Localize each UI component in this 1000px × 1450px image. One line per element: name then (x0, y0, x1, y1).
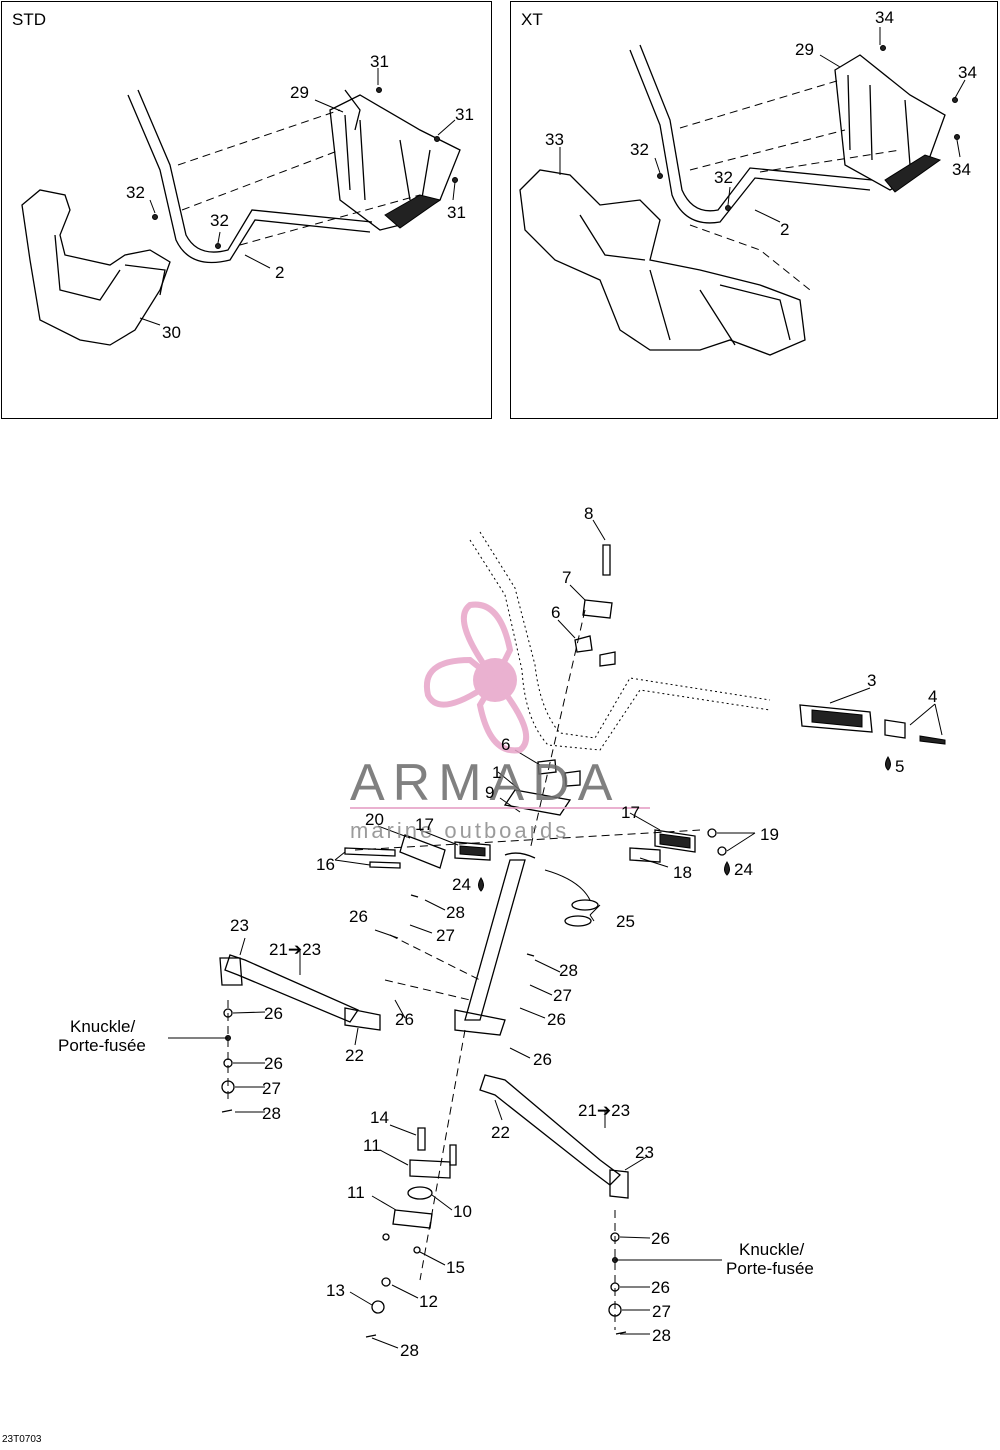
std-callout: 31 (447, 203, 466, 222)
main-callout: 6 (551, 603, 560, 622)
main-callout: 16 (316, 855, 335, 874)
main-callout: 5 (895, 757, 904, 776)
xt-panel-title: XT (521, 10, 543, 29)
main-callout: 26 (651, 1278, 670, 1297)
main-callout: 10 (453, 1202, 472, 1221)
main-callout: 22 (345, 1046, 364, 1065)
xt-panel: XT (510, 1, 998, 419)
main-callout: 26 (395, 1010, 414, 1029)
xt-callout: 34 (952, 160, 971, 179)
main-callout: 26 (547, 1010, 566, 1029)
main-callouts: 8 7 6 3 4 5 6 1 9 20 17 17 19 16 24 18 2… (230, 504, 937, 1360)
main-callout: 26 (533, 1050, 552, 1069)
main-callout: 23 (230, 916, 249, 935)
std-callout: 31 (455, 105, 474, 124)
main-callout: 11 (347, 1183, 365, 1202)
main-callout: 28 (262, 1104, 281, 1123)
oil-drop-icon (724, 861, 730, 876)
main-callout: 20 (365, 810, 384, 829)
main-callout: 9 (485, 783, 494, 802)
main-callout: 3 (867, 671, 876, 690)
knuckle-note-line: Knuckle/ (70, 1017, 135, 1036)
knuckle-note-left: Knuckle/ Porte-fusée (58, 1017, 146, 1055)
main-callout: 28 (559, 961, 578, 980)
std-panel: STD (1, 1, 492, 419)
main-callout: 1 (492, 763, 501, 782)
main-callout: 26 (651, 1229, 670, 1248)
armada-watermark: ARMADA marine outboards (350, 601, 650, 843)
main-callout: 21➔23 (269, 940, 321, 959)
watermark-subtitle: marine outboards (350, 818, 569, 843)
main-callout: 17 (621, 803, 640, 822)
main-callout: 21➔23 (578, 1101, 630, 1120)
xt-callout: 29 (795, 40, 814, 59)
watermark-title: ARMADA (350, 754, 620, 812)
main-callout: 28 (652, 1326, 671, 1345)
std-callout: 29 (290, 83, 309, 102)
main-callout: 11 (363, 1136, 381, 1155)
knuckle-note-right: Knuckle/ Porte-fusée (726, 1240, 814, 1278)
main-callout: 27 (436, 926, 455, 945)
xt-callout: 2 (780, 220, 789, 239)
main-callout: 28 (400, 1341, 419, 1360)
knuckle-note-line: Porte-fusée (58, 1036, 146, 1055)
main-callout: 13 (326, 1281, 345, 1300)
xt-callout: 32 (630, 140, 649, 159)
oil-drop-icon (885, 756, 891, 771)
main-callout: 26 (264, 1054, 283, 1073)
oil-drop-icon (478, 877, 484, 892)
main-callout: 28 (446, 903, 465, 922)
knuckle-note-line: Porte-fusée (726, 1259, 814, 1278)
std-callout: 30 (162, 323, 181, 342)
main-callout: 14 (370, 1108, 389, 1127)
xt-callouts: 34 29 34 33 32 32 34 2 (545, 8, 977, 239)
knuckle-note-line: Knuckle/ (739, 1240, 804, 1259)
main-callout: 18 (673, 863, 692, 882)
main-callout: 19 (760, 825, 779, 844)
main-callout: 24 (452, 875, 471, 894)
main-callout: 12 (419, 1292, 438, 1311)
main-callout: 7 (562, 568, 571, 587)
xt-callout: 34 (958, 63, 977, 82)
main-callout: 23 (635, 1143, 654, 1162)
main-callout: 27 (262, 1079, 281, 1098)
main-callout: 24 (734, 860, 753, 879)
steering-assembly-drawing (168, 519, 946, 1349)
std-callout: 32 (210, 211, 229, 230)
main-callout: 17 (415, 815, 434, 834)
main-callout: 25 (616, 912, 635, 931)
std-callout: 32 (126, 183, 145, 202)
main-callout: 27 (652, 1302, 671, 1321)
xt-callout: 33 (545, 130, 564, 149)
figure-reference-code: 23T0703 (2, 1434, 42, 1445)
main-callout: 26 (264, 1004, 283, 1023)
xt-handlebar-drawing (519, 27, 966, 356)
main-callout: 8 (584, 504, 593, 523)
main-callout: 26 (349, 907, 368, 926)
xt-callout: 32 (714, 168, 733, 187)
main-callout: 6 (501, 735, 510, 754)
std-panel-title: STD (12, 10, 46, 29)
main-callout: 4 (928, 687, 937, 706)
main-callout: 22 (491, 1123, 510, 1142)
std-callout: 2 (275, 263, 284, 282)
std-callout: 31 (370, 52, 389, 71)
main-callout: 15 (446, 1258, 465, 1277)
xt-callout: 34 (875, 8, 894, 27)
std-handlebar-drawing (21, 68, 461, 346)
main-callout: 27 (553, 986, 572, 1005)
std-callouts: 31 29 31 32 32 31 2 30 (126, 52, 474, 342)
